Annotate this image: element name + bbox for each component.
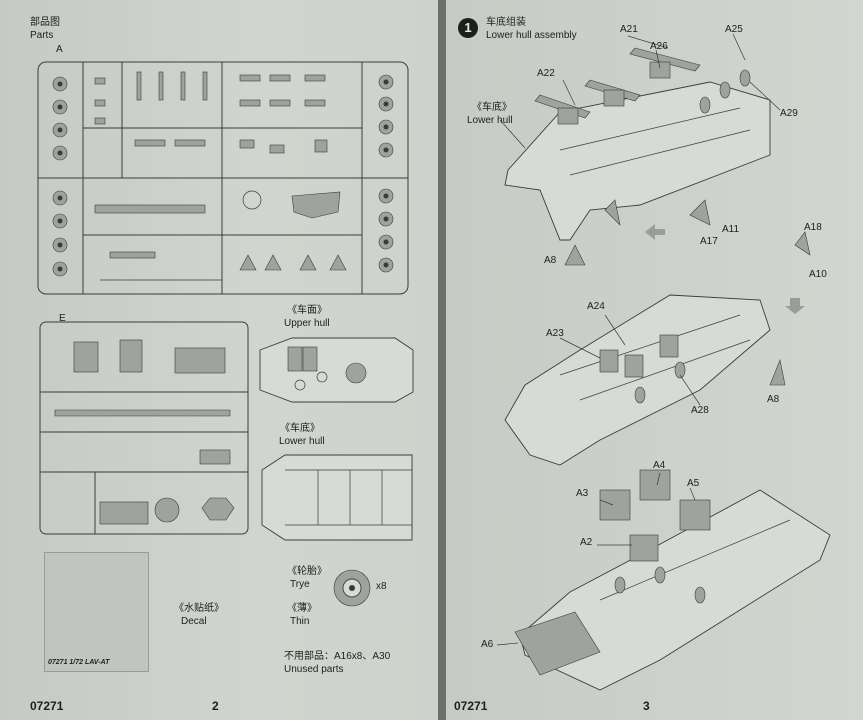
callout-a11: A11	[722, 224, 740, 235]
tyre-drawing	[333, 569, 371, 607]
callout-a25: A25	[725, 24, 743, 35]
parts-heading-cn: 部品图	[30, 17, 60, 28]
callout-a8-mid: A8	[767, 394, 780, 405]
lower-hull-label-cn-right: 《车底》	[472, 102, 512, 113]
lower-hull-label-en-right: Lower hull	[467, 115, 513, 126]
tyre-quantity: x8	[376, 581, 387, 592]
callout-leader-lines	[496, 33, 781, 646]
lower-hull-bottom-assembly	[514, 469, 831, 691]
upper-hull-label-en: Upper hull	[284, 318, 330, 329]
sprue-a-small-parts	[94, 71, 347, 271]
sprue-e-frame	[39, 321, 249, 535]
callout-a3: A3	[576, 488, 589, 499]
callout-a4: A4	[653, 460, 666, 471]
page-number-left: 2	[212, 699, 219, 713]
assembly-page: 1 车底组装 Lower hull assembly 《车底》 Lower hu…	[446, 0, 863, 720]
lower-hull-plan-drawing	[261, 454, 413, 541]
page-number-right: 3	[643, 699, 650, 713]
sprue-a-label: A	[56, 44, 63, 55]
callout-a8-top: A8	[544, 255, 557, 266]
callout-a29: A29	[780, 108, 798, 119]
decal-label-en: Decal	[181, 616, 207, 627]
unused-parts-cn: 不用部品：A16x8、A30	[284, 651, 391, 662]
callout-a26: A26	[650, 41, 668, 52]
tyre-label-cn: 《轮胎》	[287, 566, 327, 577]
sprue-a-wheels-right	[378, 74, 394, 273]
step-number-badge: 1	[458, 18, 478, 38]
callout-a24: A24	[587, 301, 605, 312]
decal-sheet	[44, 552, 149, 672]
lower-hull-label-cn: 《车底》	[280, 423, 320, 434]
sprue-a-frame	[37, 61, 409, 295]
footer-code-right: 07271	[454, 699, 488, 713]
callout-a18: A18	[804, 222, 822, 233]
sprue-diagrams	[37, 61, 414, 640]
callout-a28: A28	[691, 405, 709, 416]
thin-label-cn: 《薄》	[287, 603, 317, 614]
upper-hull-label-cn: 《车面》	[287, 305, 327, 316]
assembly-diagrams	[496, 33, 831, 691]
step-title-cn: 车底组装	[486, 17, 526, 28]
lower-hull-mid-assembly	[504, 294, 786, 466]
callout-a23: A23	[546, 328, 564, 339]
callout-a21: A21	[620, 24, 638, 35]
callout-a6: A6	[481, 639, 494, 650]
sprue-a-wheels-left	[52, 76, 68, 277]
sprue-e-label: E	[59, 313, 66, 324]
callout-a5: A5	[687, 478, 700, 489]
callout-a2: A2	[580, 537, 593, 548]
unused-parts-en: Unused parts	[284, 664, 344, 675]
direction-arrows	[645, 224, 805, 314]
lower-hull-top-assembly	[504, 47, 811, 266]
callout-a10: A10	[809, 269, 827, 280]
parts-heading-en: Parts	[30, 30, 54, 41]
lower-hull-label-en: Lower hull	[279, 436, 325, 447]
footer-code-left: 07271	[30, 699, 64, 713]
parts-page: 部品图 Parts A E	[0, 0, 438, 720]
thin-label-en: Thin	[290, 616, 310, 627]
tyre-label-en: Trye	[290, 579, 310, 590]
callout-a22: A22	[537, 68, 555, 79]
decal-caption: 07271 1/72 LAV-AT	[48, 659, 110, 666]
upper-hull-drawing	[259, 337, 414, 403]
decal-label-cn: 《水贴纸》	[174, 603, 224, 614]
step-title-en: Lower hull assembly	[486, 30, 577, 41]
callout-a17: A17	[700, 236, 718, 247]
